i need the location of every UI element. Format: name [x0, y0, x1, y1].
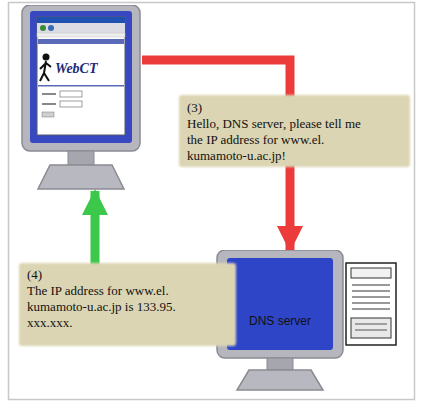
server-tower — [346, 263, 396, 345]
callout-box — [179, 95, 410, 167]
callout-number: (3) — [187, 100, 227, 116]
callout-box — [19, 263, 236, 346]
callout-number: (4) — [27, 267, 67, 283]
callout-text: The IP address for www.el. kumamoto-u.ac… — [27, 283, 202, 331]
monitor-illustration — [20, 5, 142, 191]
client-computer: WebCT — [20, 5, 142, 191]
node-text: WebCT — [55, 61, 125, 77]
node-text: DNS server — [227, 314, 333, 328]
callout-text: Hello, DNS server, please tell me the IP… — [187, 116, 371, 164]
frame — [9, 3, 415, 400]
